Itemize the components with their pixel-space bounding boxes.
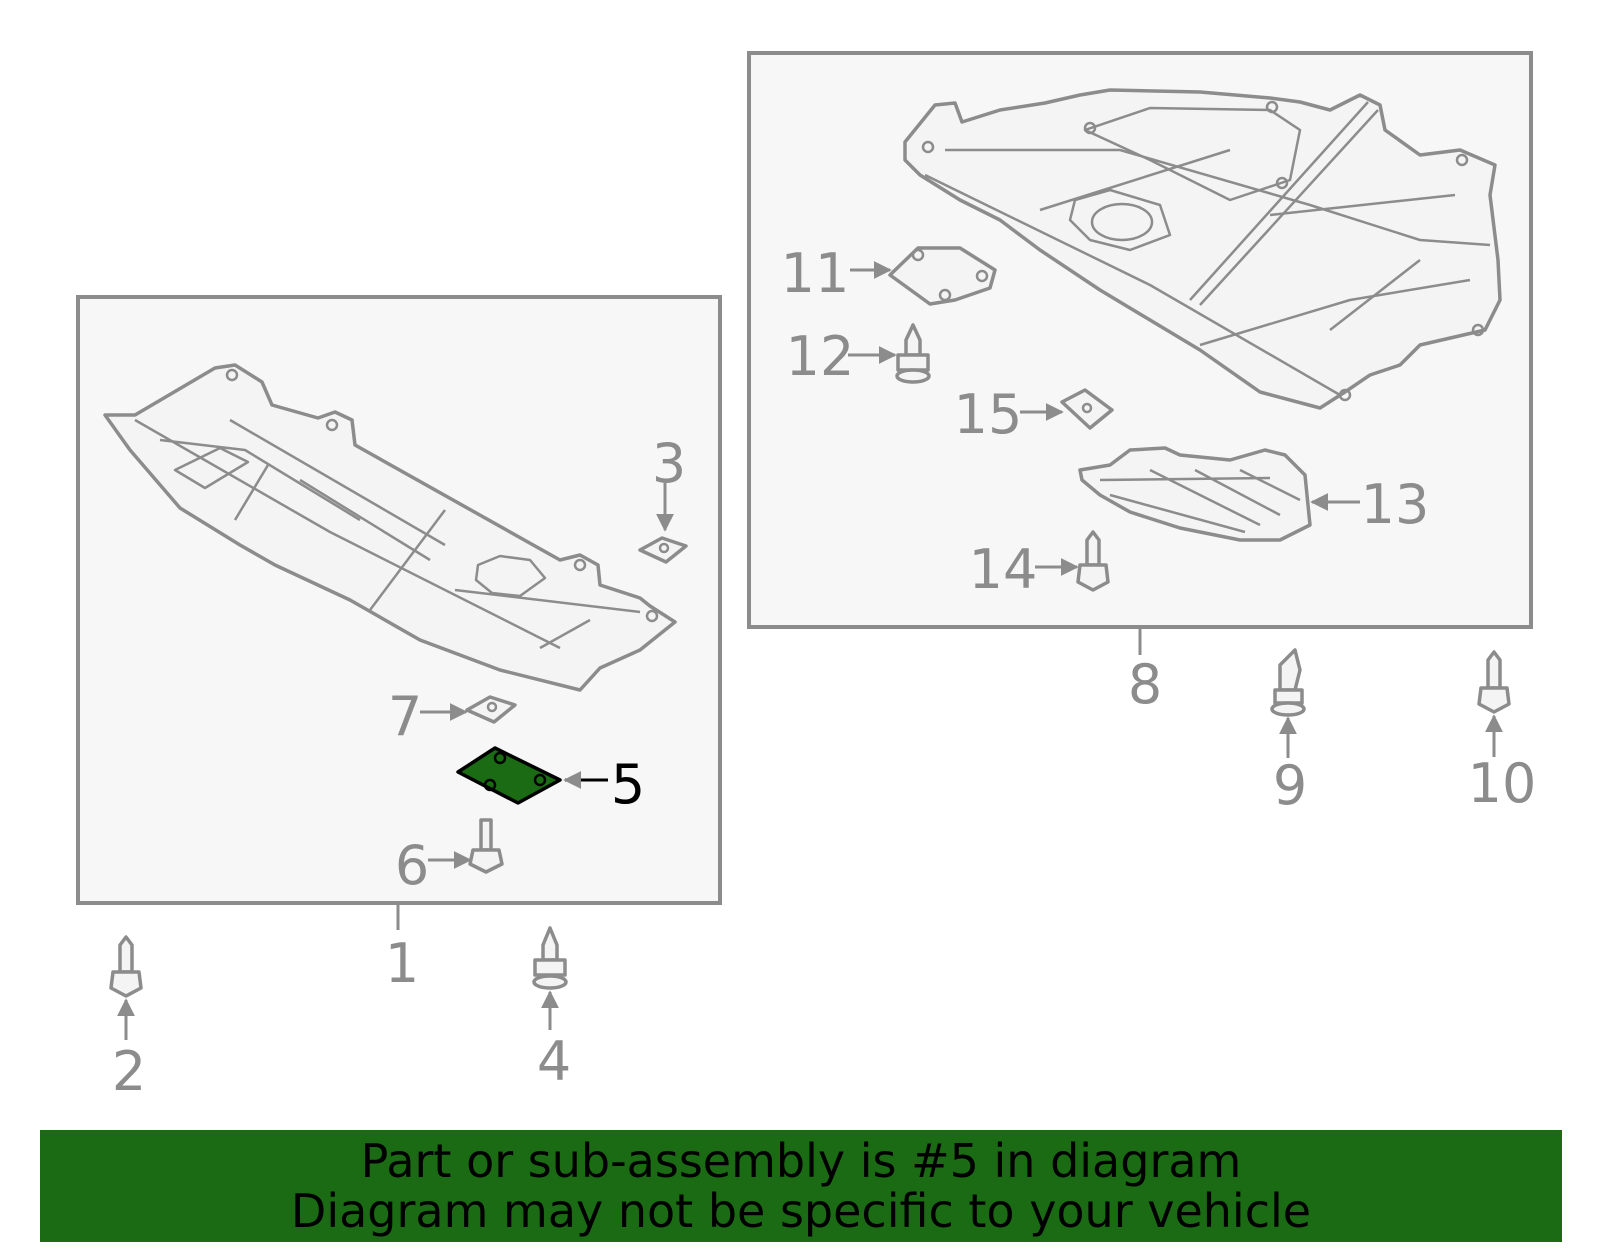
callout-7: 7 xyxy=(388,685,422,748)
front-undercover-assembly-group xyxy=(76,295,722,930)
callout-14: 14 xyxy=(969,538,1038,601)
part-12-push-clip xyxy=(848,323,931,384)
rear-undercover-part xyxy=(903,88,1502,410)
callout-6: 6 xyxy=(395,834,429,897)
part-3-clip-nut xyxy=(638,483,688,564)
part-2-bolt xyxy=(109,935,143,1040)
callout-11: 11 xyxy=(781,242,850,305)
rear-undercover-assembly-group xyxy=(747,51,1533,655)
part-11-bracket xyxy=(850,246,997,306)
part-14-bolt xyxy=(1035,530,1110,592)
callout-8: 8 xyxy=(1128,653,1162,716)
part-13-small-cover xyxy=(1078,446,1360,542)
callout-2: 2 xyxy=(112,1040,146,1103)
callout-15: 15 xyxy=(954,383,1023,446)
banner-line-1: Part or sub-assembly is #5 in diagram xyxy=(360,1134,1242,1188)
callout-3: 3 xyxy=(652,432,686,495)
callout-12: 12 xyxy=(786,325,855,388)
callout-4: 4 xyxy=(537,1030,571,1093)
part-9-push-clip xyxy=(1270,648,1306,758)
part-4-push-clip xyxy=(532,926,568,1030)
banner-line-2: Diagram may not be specific to your vehi… xyxy=(290,1184,1312,1238)
callout-9: 9 xyxy=(1273,754,1307,817)
part-5-bracket-highlighted xyxy=(456,746,608,805)
callout-5: 5 xyxy=(611,753,645,816)
callout-1: 1 xyxy=(385,932,419,995)
callout-13: 13 xyxy=(1361,473,1430,536)
callout-10: 10 xyxy=(1468,752,1537,815)
part-10-bolt xyxy=(1477,650,1511,757)
part-7-clip-nut xyxy=(420,695,517,724)
part-15-clip-nut xyxy=(1020,388,1114,430)
part-6-bolt xyxy=(428,818,504,874)
info-banner: Part or sub-assembly is #5 in diagram Di… xyxy=(40,1130,1562,1242)
front-undercover-part xyxy=(103,363,677,692)
